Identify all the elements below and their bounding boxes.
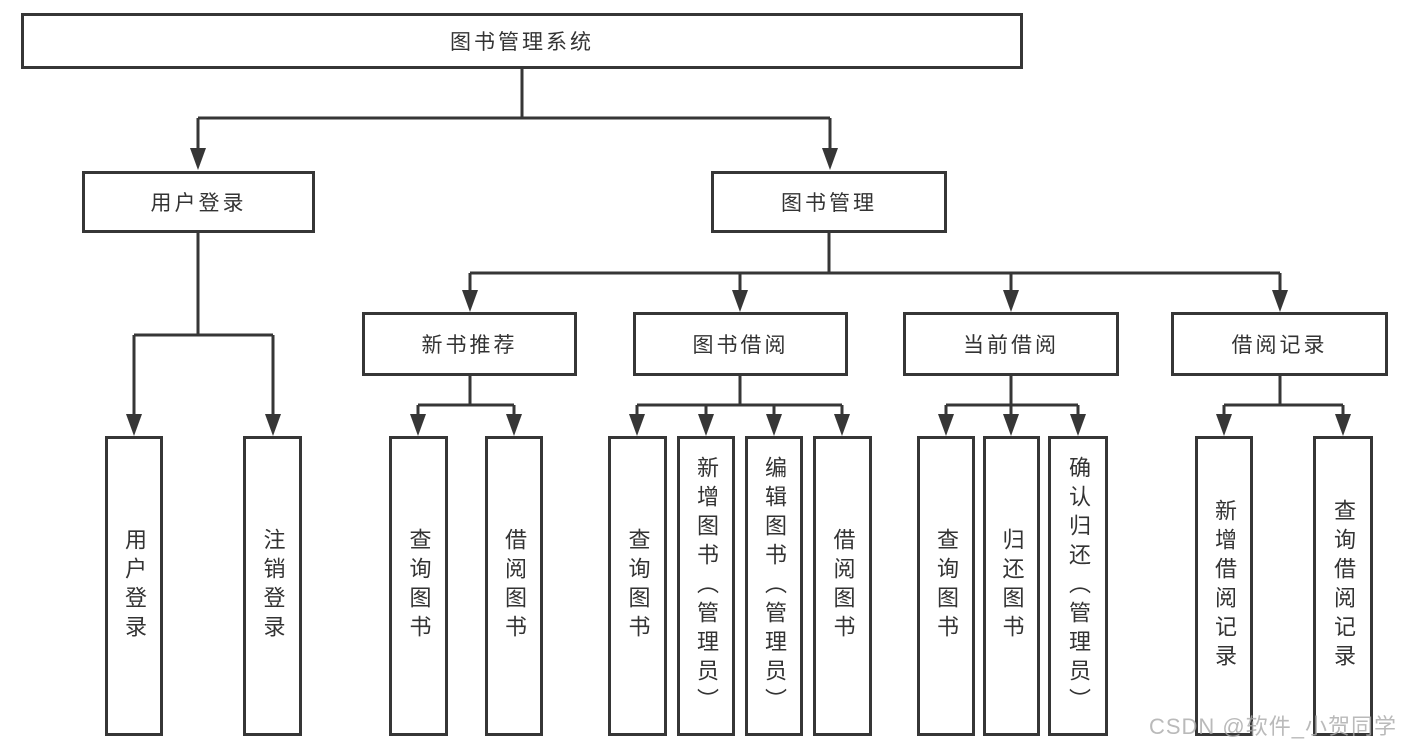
leaf-logout: 注销登录 [243,436,302,736]
arrowhead-icons [126,148,1351,436]
leaf-query-books: 查询图书 [608,436,667,736]
leaf-borrow-books: 借阅图书 [485,436,543,736]
leaf-query-books: 查询图书 [917,436,975,736]
leaf-user-login: 用户登录 [105,436,163,736]
node-book-borrowing: 图书借阅 [633,312,848,376]
node-current-borrowing: 当前借阅 [903,312,1119,376]
node-borrowing-records: 借阅记录 [1171,312,1388,376]
node-book-management: 图书管理 [711,171,947,233]
leaf-query-books: 查询图书 [389,436,448,736]
node-user-login: 用户登录 [82,171,315,233]
leaf-confirm-return-admin: 确认归还（管理员） [1048,436,1108,736]
leaf-edit-books-admin: 编辑图书（管理员） [745,436,803,736]
leaf-return-books: 归还图书 [983,436,1040,736]
csdn-watermark: CSDN @软件_小贺同学 [1148,714,1397,739]
leaf-borrow-books: 借阅图书 [813,436,872,736]
node-new-book-recommend: 新书推荐 [362,312,577,376]
leaf-add-books-admin: 新增图书（管理员） [677,436,735,736]
leaf-add-borrow-record: 新增借阅记录 [1195,436,1253,736]
leaf-query-borrow-record: 查询借阅记录 [1313,436,1373,736]
node-root-library-system: 图书管理系统 [21,13,1023,69]
